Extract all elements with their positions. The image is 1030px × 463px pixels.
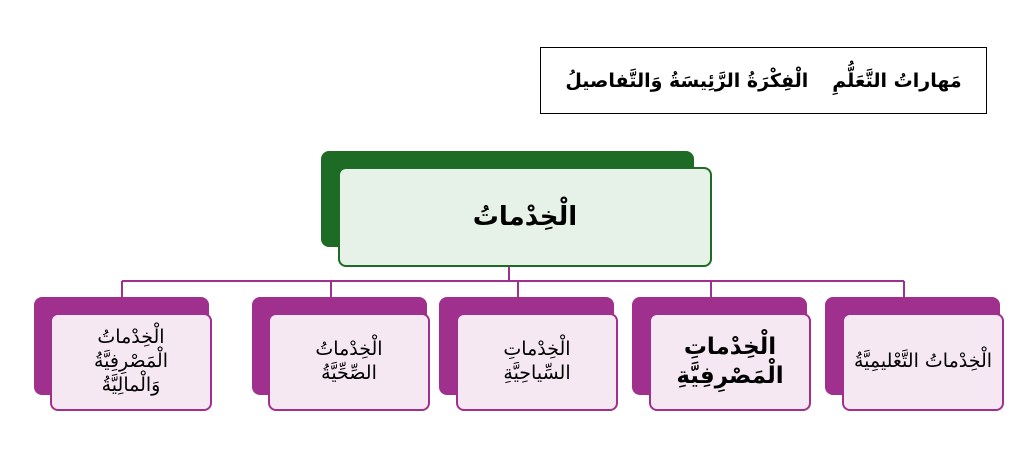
child-node-3-label: الْخِدْماتِ السِّياحِيَّةِ	[503, 338, 571, 384]
child-node-4-label: الْخِدْماتُ الصِّحِّيَّةُ	[315, 338, 383, 384]
child-node-2-label: الْخِدْماتِ الْمَصْرِفِيَّةِ	[676, 334, 784, 389]
child-node-4: الْخِدْماتُ الصِّحِّيَّةُ	[268, 313, 430, 411]
root-node: الْخِدْماتُ	[338, 167, 712, 267]
title-part-learning-skills: مَهاراتُ التَّعَلُّمِ	[832, 69, 962, 92]
child-node-5: الْخِدْماتُ الْمَصْرِفِيَّةُ وَالْمالِيَ…	[50, 313, 212, 411]
title-box: مَهاراتُ التَّعَلُّمِ الْفِكْرَةُ الرَّئ…	[540, 47, 987, 114]
child-node-2: الْخِدْماتِ الْمَصْرِفِيَّةِ	[649, 313, 811, 411]
child-node-1: الْخِدْماتُ التَّعْليمِيَّةُ	[842, 313, 1004, 411]
title-part-main-idea: الْفِكْرَةُ الرَّئِيسَةُ وَالتَّفاصيلُ	[565, 69, 809, 92]
root-node-label: الْخِدْماتُ	[472, 202, 578, 232]
child-node-3: الْخِدْماتِ السِّياحِيَّةِ	[456, 313, 618, 411]
child-node-5-label: الْخِدْماتُ الْمَصْرِفِيَّةُ وَالْمالِيَ…	[93, 326, 168, 396]
child-node-1-label: الْخِدْماتُ التَّعْليمِيَّةُ	[853, 350, 993, 373]
